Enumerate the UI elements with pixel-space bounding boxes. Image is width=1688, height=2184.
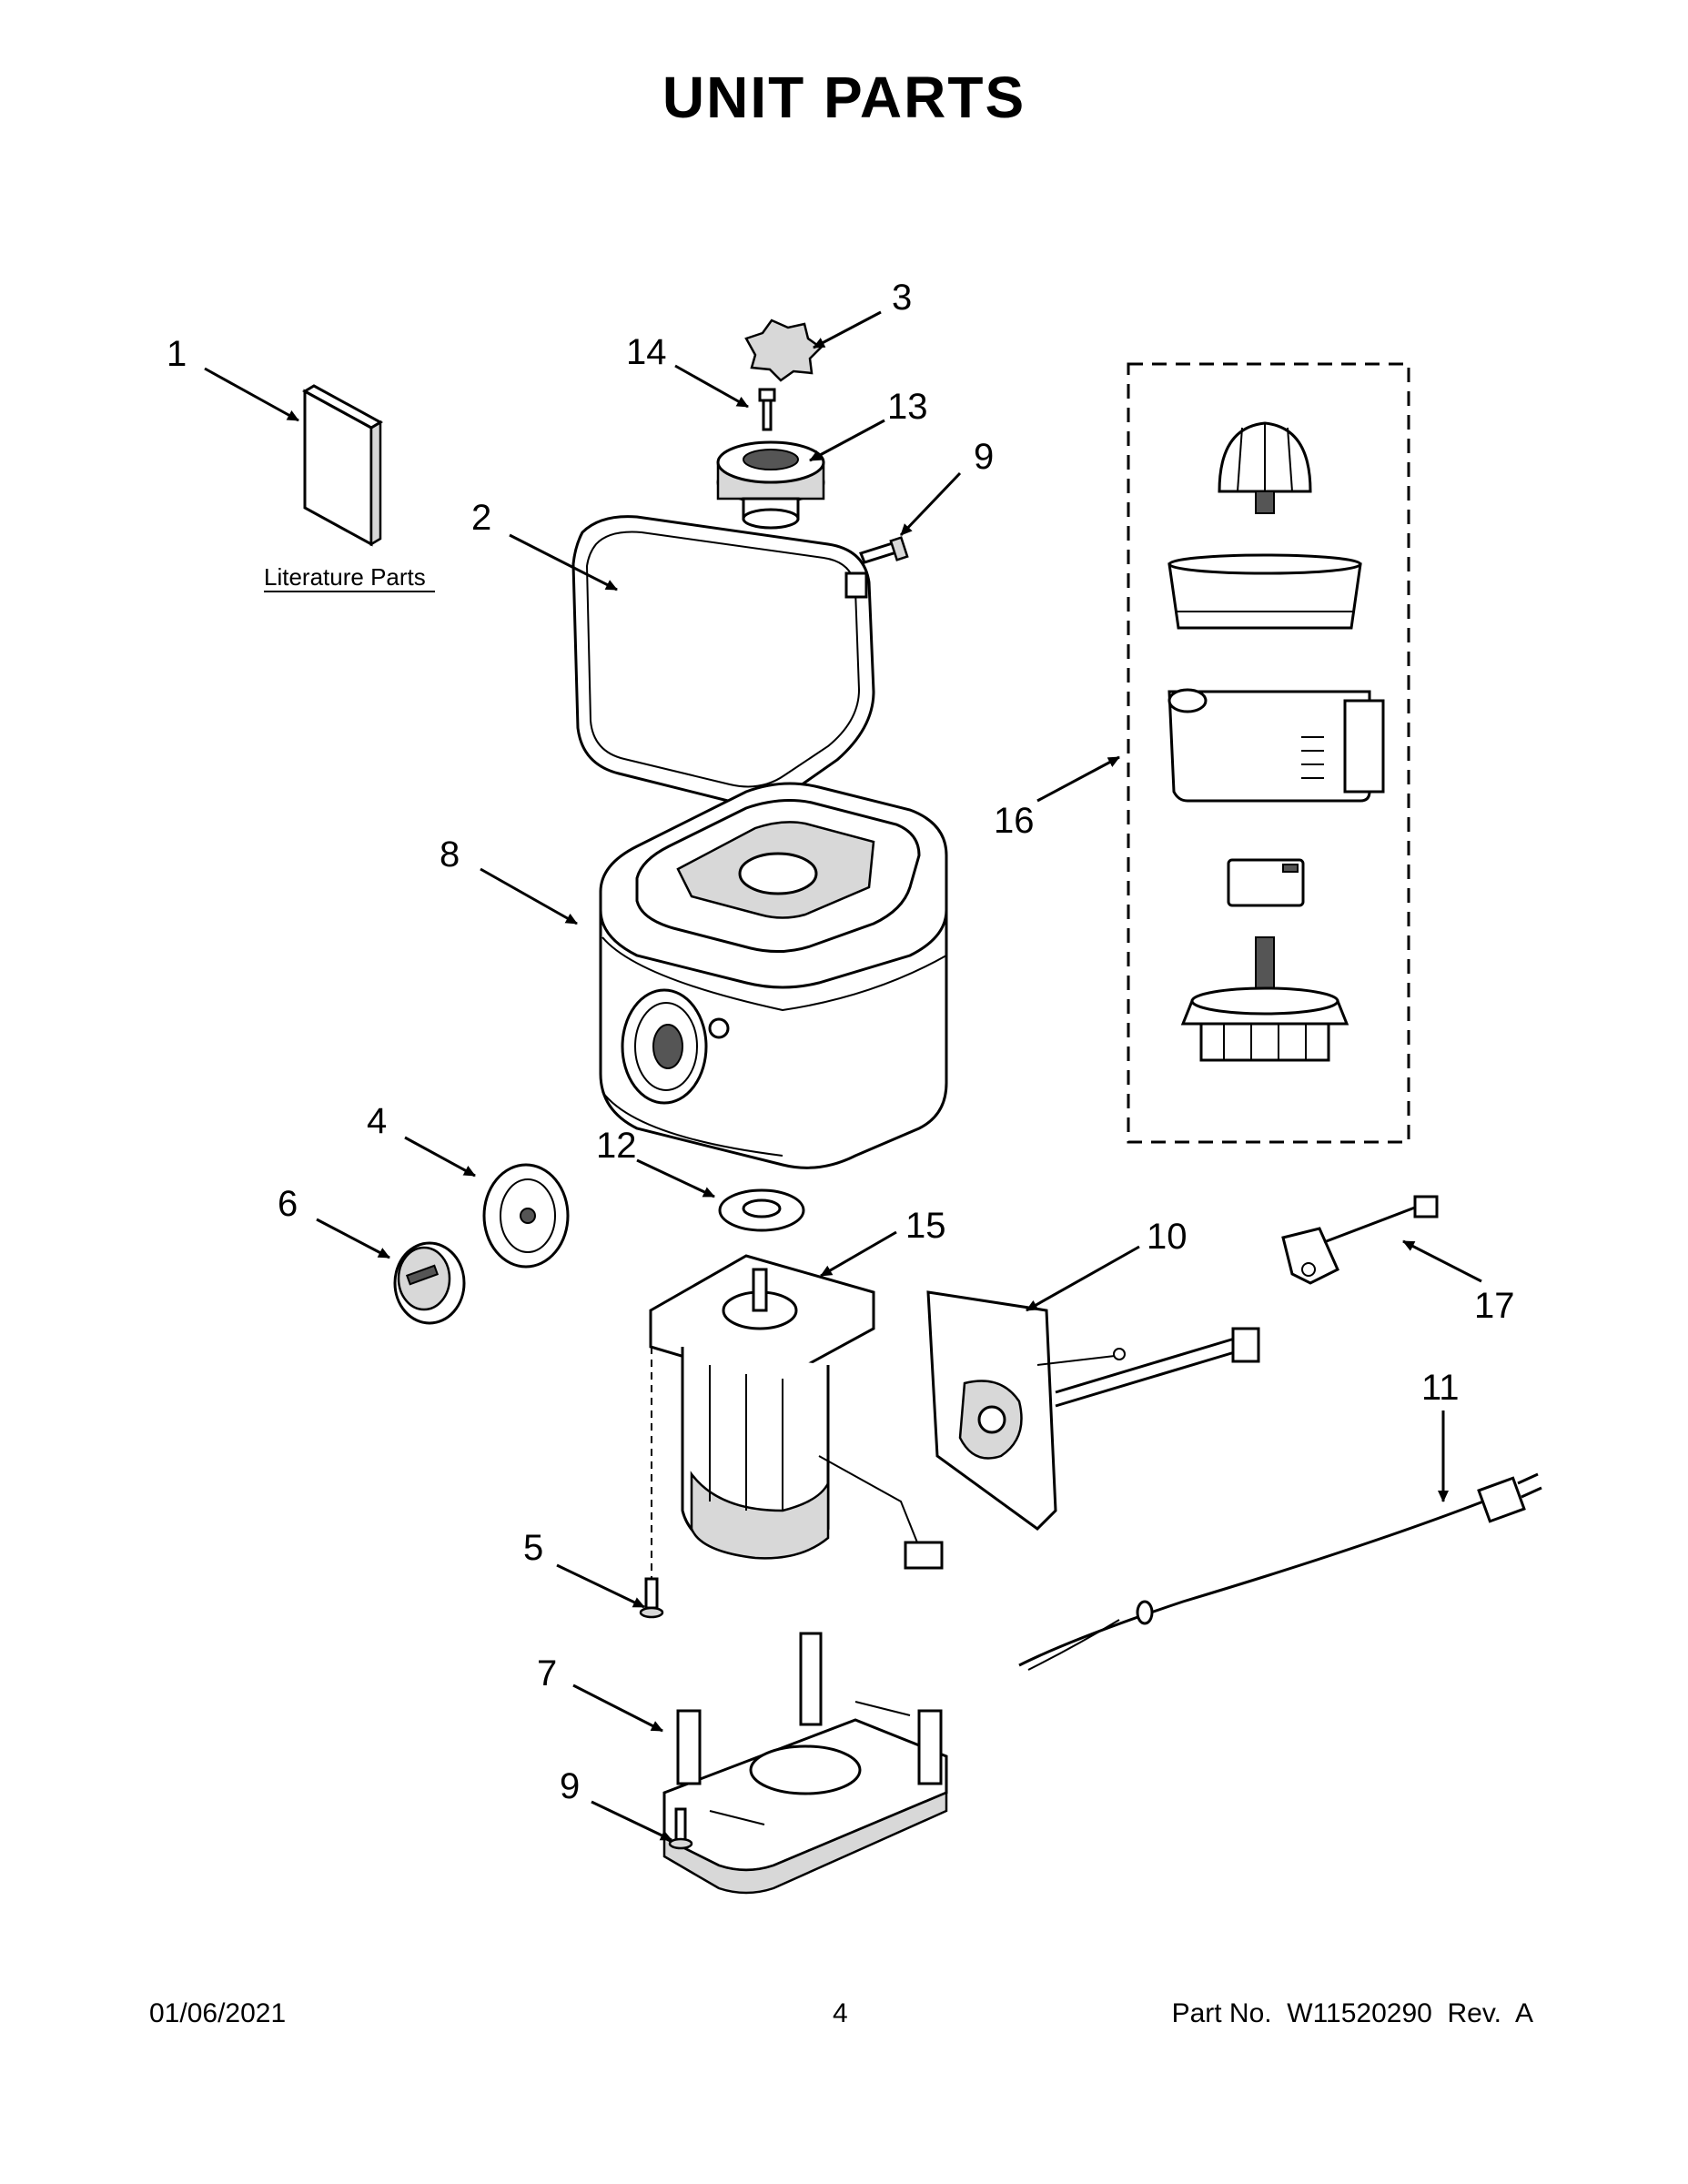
callout-12: 12 bbox=[596, 1126, 637, 1166]
callout-9-bottom: 9 bbox=[560, 1766, 580, 1806]
literature-parts-label: Literature Parts bbox=[264, 563, 426, 591]
drive-pin bbox=[758, 388, 776, 431]
callout-3: 3 bbox=[892, 278, 912, 318]
callout-10: 10 bbox=[1147, 1217, 1188, 1257]
page-title: UNIT PARTS bbox=[662, 65, 1026, 130]
callout-16: 16 bbox=[994, 801, 1035, 841]
callout-15: 15 bbox=[905, 1206, 946, 1246]
footer-page-number: 4 bbox=[833, 1998, 848, 2028]
blender-housing bbox=[599, 782, 948, 1169]
motor-screw bbox=[639, 1347, 664, 1619]
callout-17: 17 bbox=[1474, 1286, 1515, 1326]
callout-1: 1 bbox=[167, 334, 187, 374]
sensor-bracket bbox=[1281, 1195, 1439, 1285]
footer-date: 01/06/2021 bbox=[149, 1998, 287, 2028]
screw-bottom bbox=[668, 1807, 693, 1850]
juicer-accessory-kit bbox=[1127, 362, 1410, 1144]
callout-6: 6 bbox=[278, 1184, 298, 1224]
literature-parts bbox=[301, 384, 384, 547]
callout-13: 13 bbox=[887, 387, 928, 427]
trim-ring bbox=[571, 515, 875, 805]
callout-8: 8 bbox=[440, 834, 460, 875]
dial-ring bbox=[482, 1163, 570, 1269]
motor-gasket bbox=[718, 1188, 805, 1232]
control-board bbox=[926, 1290, 1260, 1531]
screw-top bbox=[859, 536, 909, 564]
power-cord bbox=[1018, 1472, 1542, 1671]
base bbox=[662, 1632, 948, 1895]
callout-9-top: 9 bbox=[974, 437, 994, 477]
star-coupler bbox=[744, 318, 823, 382]
callout-14: 14 bbox=[626, 332, 667, 372]
callout-4: 4 bbox=[367, 1101, 387, 1141]
motor-assembly bbox=[649, 1254, 944, 1570]
footer-part-number: Part No. W11520290 Rev. A bbox=[1171, 1998, 1533, 2028]
leader-arrows bbox=[204, 310, 1482, 1842]
drive-coupler bbox=[716, 440, 825, 530]
callout-2: 2 bbox=[471, 498, 491, 538]
callout-7: 7 bbox=[537, 1653, 557, 1694]
callout-11: 11 bbox=[1421, 1368, 1460, 1408]
control-knob bbox=[393, 1241, 466, 1325]
callout-5: 5 bbox=[523, 1528, 543, 1568]
